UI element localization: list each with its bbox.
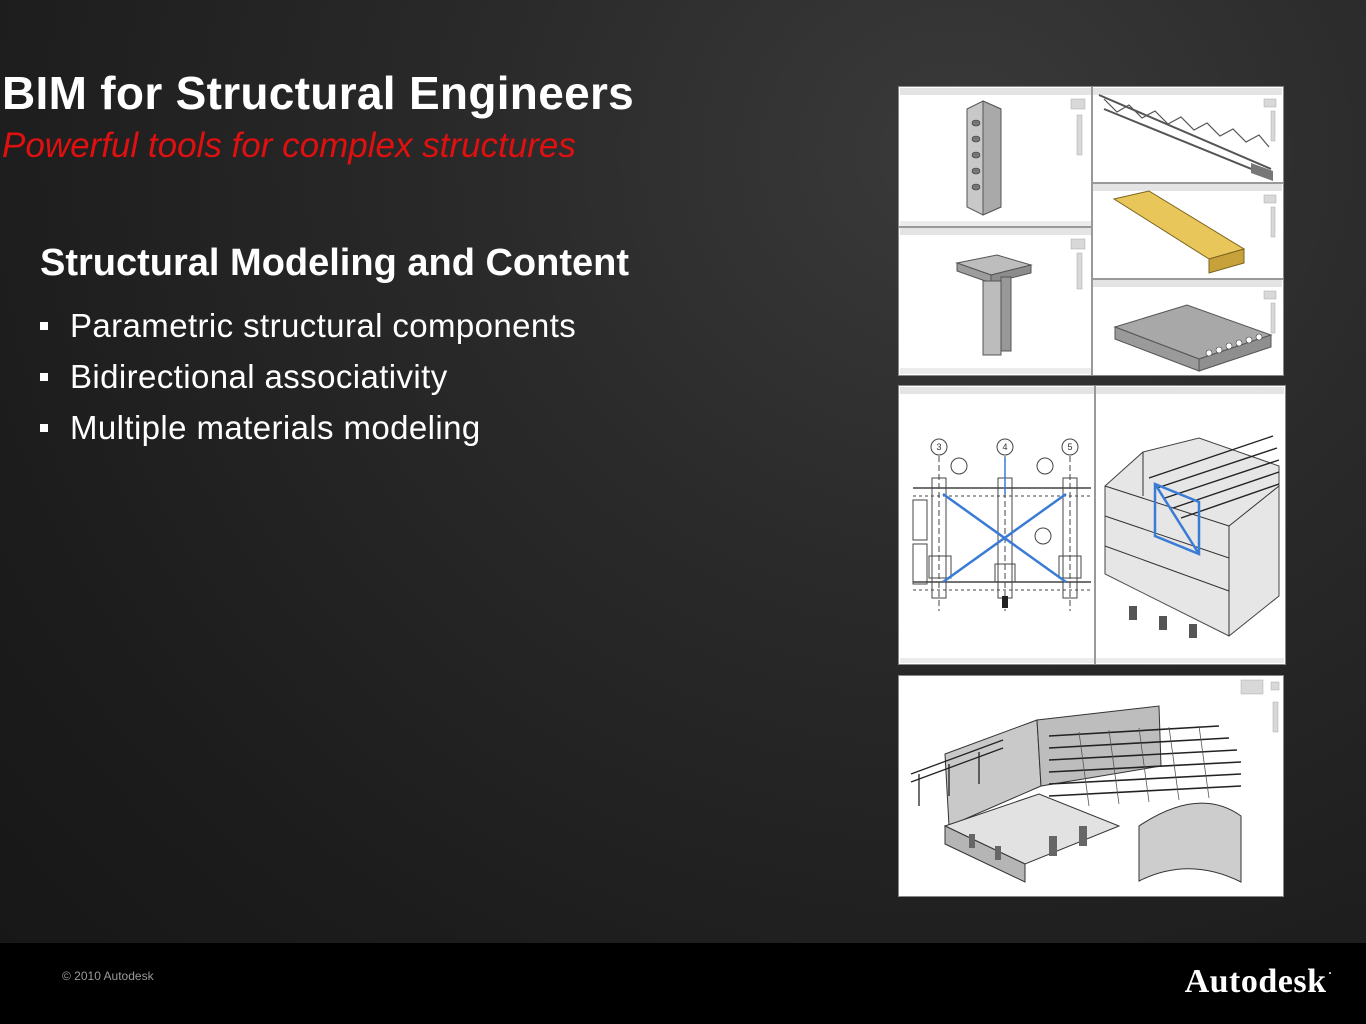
bullet-list: Parametric structural components Bidirec… xyxy=(40,300,576,453)
footer-bar: © 2010 Autodesk Autodesk. xyxy=(0,943,1366,1024)
structure-3d-screenshot xyxy=(898,675,1284,897)
grid-label: 5 xyxy=(1067,442,1072,452)
elevation-3d-screenshot: 3 4 5 xyxy=(898,385,1286,665)
component-views-image xyxy=(899,87,1283,375)
bullet-marker xyxy=(40,372,48,381)
slide-subtitle: Powerful tools for complex structures xyxy=(2,126,576,165)
bullet-item: Bidirectional associativity xyxy=(40,351,576,402)
logo-mark-icon: . xyxy=(1328,963,1332,977)
bullet-text: Multiple materials modeling xyxy=(70,408,481,446)
section-heading: Structural Modeling and Content xyxy=(40,242,629,284)
autodesk-logo: Autodesk. xyxy=(1185,963,1332,1001)
grid-label: 4 xyxy=(1002,442,1007,452)
logo-text: Autodesk xyxy=(1184,963,1327,1000)
structure-3d-image xyxy=(899,676,1283,896)
bullet-item: Multiple materials modeling xyxy=(40,402,576,453)
bullet-marker xyxy=(40,321,48,330)
elevation-3d-image: 3 4 5 xyxy=(899,386,1285,664)
copyright-text: © 2010 Autodesk xyxy=(62,969,154,983)
bullet-text: Bidirectional associativity xyxy=(70,357,448,395)
grid-label: 3 xyxy=(936,442,941,452)
bullet-marker xyxy=(40,423,48,432)
slide-title: BIM for Structural Engineers xyxy=(2,67,635,119)
component-views-screenshot xyxy=(898,86,1284,376)
bullet-text: Parametric structural components xyxy=(70,306,577,344)
bullet-item: Parametric structural components xyxy=(40,300,576,351)
